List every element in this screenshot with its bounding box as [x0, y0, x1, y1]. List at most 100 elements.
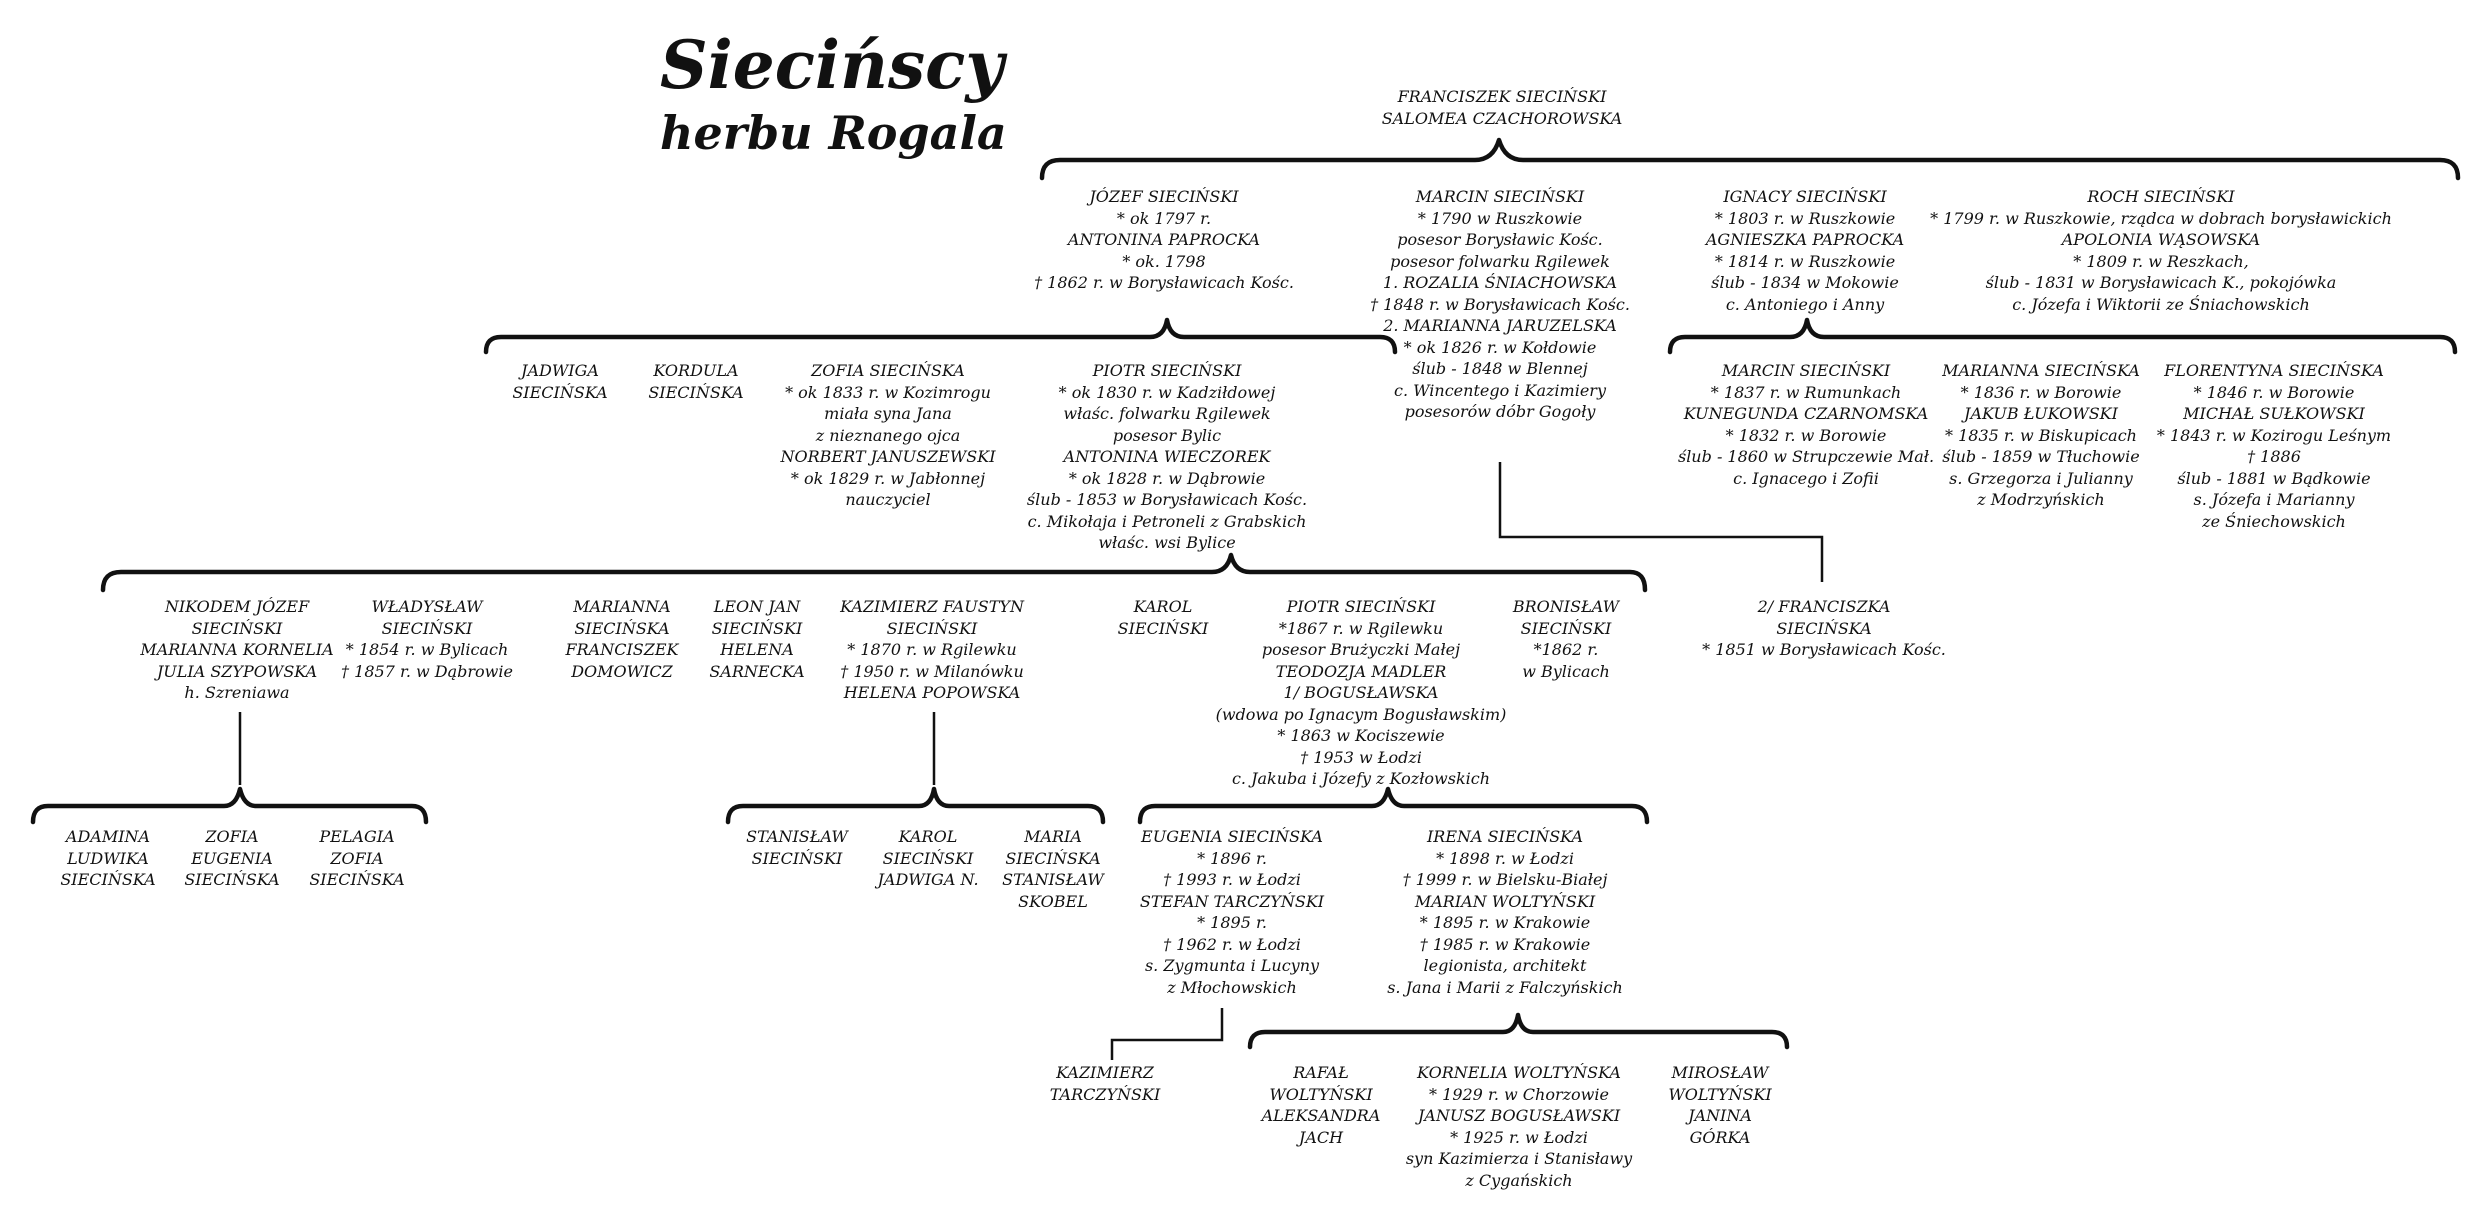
tree-title: Siecińscy: [660, 26, 1004, 104]
person-text-line: SIECIŃSKA: [184, 870, 280, 889]
person-text-line: c. Mikołaja i Petroneli z Grabskich: [1027, 511, 1307, 531]
person-text-line: IGNACY SIECIŃSKI: [1723, 187, 1887, 206]
person-text-line: SIECIŃSKI: [882, 848, 974, 868]
person-text-line: MARCIN SIECIŃSKI: [1721, 361, 1891, 380]
person-text-line: SIECIŃSKI: [1520, 618, 1612, 638]
person-text-line: * ok 1828 r. w Dąbrowie: [1068, 468, 1266, 488]
person-text-line: * ok. 1798: [1122, 251, 1206, 271]
bracket-piotr-jr-children: [1137, 786, 1650, 825]
person-text-line: ze Śniechowskich: [2202, 511, 2346, 531]
person-text-line: (wdowa po Ignacym Bogusławskim): [1215, 704, 1507, 724]
person-text-line: *1867 r. w Rgilewku: [1278, 618, 1444, 638]
person-text-line: † 1985 r. w Krakowie: [1419, 934, 1591, 954]
person-text-line: * ok 1829 r. w Jabłonnej: [790, 468, 986, 488]
person-text-line: s. Zygmunta i Lucyny: [1144, 956, 1320, 975]
person-text-line: JACH: [1298, 1127, 1344, 1147]
person-text-line: * ok 1833 r. w Kozimrogu: [785, 382, 991, 402]
person-text-line: ANTONINA WIECZOREK: [1063, 447, 1271, 466]
person-text-line: SIECIŃSKA: [309, 870, 405, 889]
person-text-line: * 1851 w Borysławicach Kośc.: [1702, 640, 1946, 659]
person-text-line: MARIAN WOLTYŃSKI: [1414, 891, 1596, 911]
person-text-line: z Młochowskich: [1167, 977, 1297, 997]
person-text-line: WOLTYŃSKI: [1668, 1084, 1772, 1104]
person-text-line: c. Józefa i Wiktorii ze Śniachowskich: [2012, 294, 2310, 314]
person-text-line: w Bylicach: [1522, 661, 1610, 681]
person-text-line: BRONISŁAW: [1512, 597, 1620, 616]
bracket-irena-children: [1247, 1012, 1790, 1050]
person-text-line: * 1870 r. w Rgilewku: [847, 640, 1017, 659]
person-text-line: TARCZYŃSKI: [1049, 1084, 1161, 1104]
person-text-line: MARIANNA: [573, 597, 671, 616]
person-text-line: ZOFIA: [205, 827, 259, 846]
person-text-line: ZOFIA: [330, 848, 384, 868]
bracket-nikodem-children: [30, 786, 429, 825]
person-text-line: * 1790 w Ruszkowie: [1417, 208, 1583, 228]
person-text-line: ślub - 1860 w Strupczewie Mał.: [1677, 447, 1935, 466]
person-text-line: APOLONIA WĄSOWSKA: [2061, 230, 2261, 249]
person-text-line: * 1803 r. w Ruszkowie: [1714, 208, 1896, 228]
person-text-line: MARCIN SIECIŃSKI: [1415, 187, 1585, 206]
person-text-line: * 1809 r. w Reszkach,: [2073, 251, 2249, 271]
person-text-line: RAFAŁ: [1293, 1063, 1349, 1082]
person-text-line: KUNEGUNDA CZARNOMSKA: [1683, 404, 1929, 423]
person-text-line: * 1863 w Kociszewie: [1277, 726, 1445, 745]
person-text-line: posesor Borysławic Kośc.: [1397, 230, 1603, 249]
person-text-line: SIECIŃSKA: [512, 382, 608, 402]
person-text-line: * 1835 r. w Biskupicach: [1945, 425, 2137, 445]
person-text-line: WOLTYŃSKI: [1269, 1084, 1373, 1104]
person-text-line: KAZIMIERZ: [1056, 1063, 1154, 1082]
person-eugenia: EUGENIA SIECIŃSKA* 1896 r.† 1993 r. w Ło…: [1140, 826, 1324, 998]
person-text-line: FRANCISZEK SIECIŃSKI: [1397, 87, 1607, 106]
person-text-line: ślub - 1859 w Tłuchowie: [1942, 447, 2140, 466]
person-text-line: † 1953 w Łodzi: [1300, 747, 1422, 767]
person-text-line: PIOTR SIECIŃSKI: [1286, 597, 1436, 616]
person-text-line: MARIA: [1024, 827, 1082, 846]
person-text-line: c. Jakuba i Józefy z Kozłowskich: [1231, 769, 1491, 788]
person-text-line: c. Antoniego i Anny: [1725, 294, 1885, 314]
person-text-line: MARIANNA KORNELIA: [140, 640, 334, 659]
person-marcin-sr: MARCIN SIECIŃSKI * 1790 w Ruszkowie poseso…: [1370, 186, 1630, 423]
person-text-line: † 1848 r. w Borysławicach Kośc.: [1370, 294, 1630, 314]
person-text-line: SIECIŃSKI: [711, 618, 803, 638]
person-text-line: * 1799 r. w Ruszkowie, rządca w dobrach …: [1930, 208, 2392, 228]
person-text-line: KAZIMIERZ FAUSTYN: [840, 597, 1024, 616]
person-text-line: * 1843 r. w Kozirogu Leśnym: [2156, 425, 2392, 445]
person-text-line: ślub - 1834 w Mokowie: [1711, 273, 1899, 292]
person-text-line: * 1837 r. w Rumunkach: [1710, 382, 1902, 402]
person-text-line: ZOFIA SIECIŃSKA: [811, 361, 965, 380]
person-text-line: NORBERT JANUSZEWSKI: [780, 447, 996, 466]
person-text-line: * 1895 r.: [1197, 913, 1267, 932]
person-text-line: syn Kazimierza i Stanisławy: [1405, 1149, 1633, 1168]
person-text-line: HELENA: [720, 640, 794, 659]
person-text-line: KAROL: [1133, 597, 1193, 616]
person-root: FRANCISZEK SIECIŃSKI SALOMEA CZACHOROWSKA: [1382, 86, 1623, 129]
person-text-line: IRENA SIECIŃSKA: [1426, 827, 1584, 846]
person-text-line: † 1862 r. w Borysławicach Kośc.: [1034, 273, 1294, 292]
person-text-line: c. Ignacego i Zofii: [1733, 468, 1879, 488]
person-text-line: SIECIŃSKA: [648, 382, 744, 402]
person-text-line: † 1962 r. w Łodzi: [1163, 934, 1301, 954]
person-text-line: ADAMINA: [65, 827, 151, 846]
person-text-line: z Modrzyńskich: [1977, 490, 2105, 509]
person-text-line: SIECIŃSKI: [886, 618, 978, 638]
person-text-line: posesorów dóbr Gogoły: [1404, 402, 1596, 421]
person-text-line: ANTONINA PAPROCKA: [1067, 230, 1261, 249]
person-text-line: * ok 1797 r.: [1116, 208, 1212, 228]
person-text-line: TEODOZJA MADLER: [1275, 661, 1447, 681]
person-text-line: MICHAŁ SUŁKOWSKI: [2183, 404, 2365, 423]
person-text-line: SALOMEA CZACHOROWSKA: [1381, 108, 1623, 128]
person-text-line: KAROL: [898, 827, 958, 846]
person-text-line: * 1832 r. w Borowie: [1725, 425, 1887, 445]
